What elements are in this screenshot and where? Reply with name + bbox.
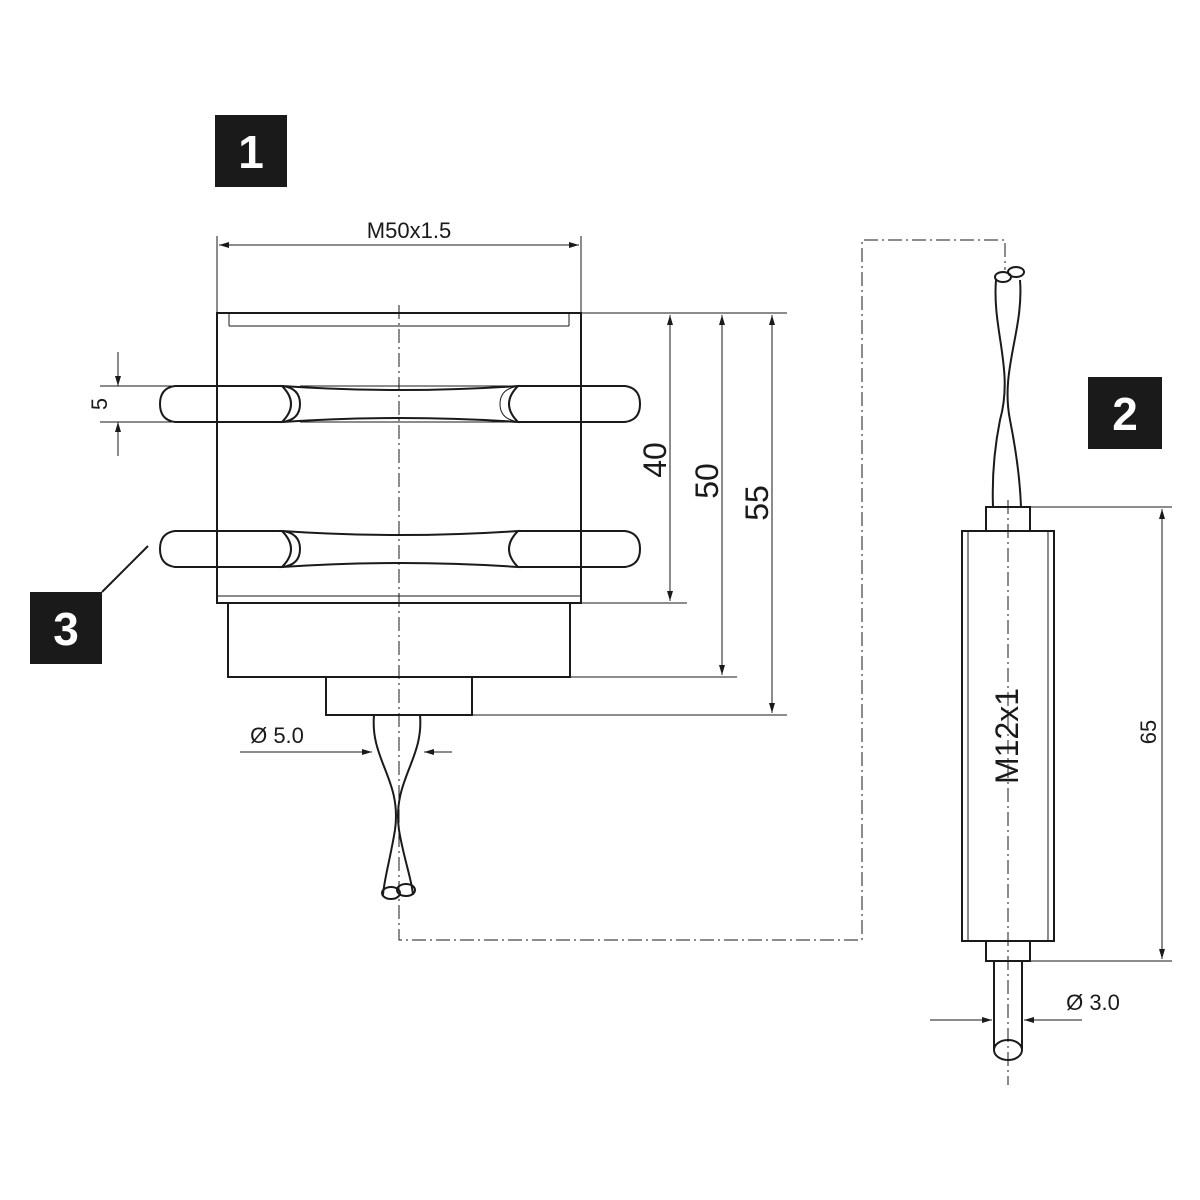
dim-connector-length: 65 [1030,506,1172,962]
dim-connector-cable-diameter-label: Ø 3.0 [1066,990,1120,1015]
dim-length-50-label: 50 [689,463,725,499]
dim-length-40-label: 40 [637,442,673,478]
badge-1-label: 1 [238,126,264,178]
dim-connector-length-label: 65 [1136,720,1161,744]
leader-line-3 [101,545,149,593]
badge-3-label: 3 [53,603,79,655]
badge-1: 1 [215,115,287,187]
dim-length-55: 55 [739,315,775,713]
dim-thread-main-label: M50x1.5 [367,218,451,243]
dim-cable-diameter-label: Ø 5.0 [250,723,304,748]
cable-1 [372,714,422,900]
badge-2-label: 2 [1112,388,1138,440]
badge-2: 2 [1088,377,1162,449]
dim-nut-thickness-label: 5 [87,398,112,410]
dim-nut-thickness: 5 [87,352,175,456]
nut-upper [158,384,642,424]
nut-lower [158,529,642,569]
dim-cable-diameter: Ø 5.0 [240,723,452,755]
dim-thread-main: M50x1.5 [216,218,582,313]
badge-3: 3 [30,545,149,664]
dim-connector-cable-diameter: Ø 3.0 [930,990,1120,1023]
dim-length-40: 40 [637,315,673,601]
connector-thread-label: M12x1 [989,688,1025,784]
dim-length-55-label: 55 [739,485,775,521]
dim-length-50: 50 [689,315,725,675]
connection-line [398,239,1006,941]
